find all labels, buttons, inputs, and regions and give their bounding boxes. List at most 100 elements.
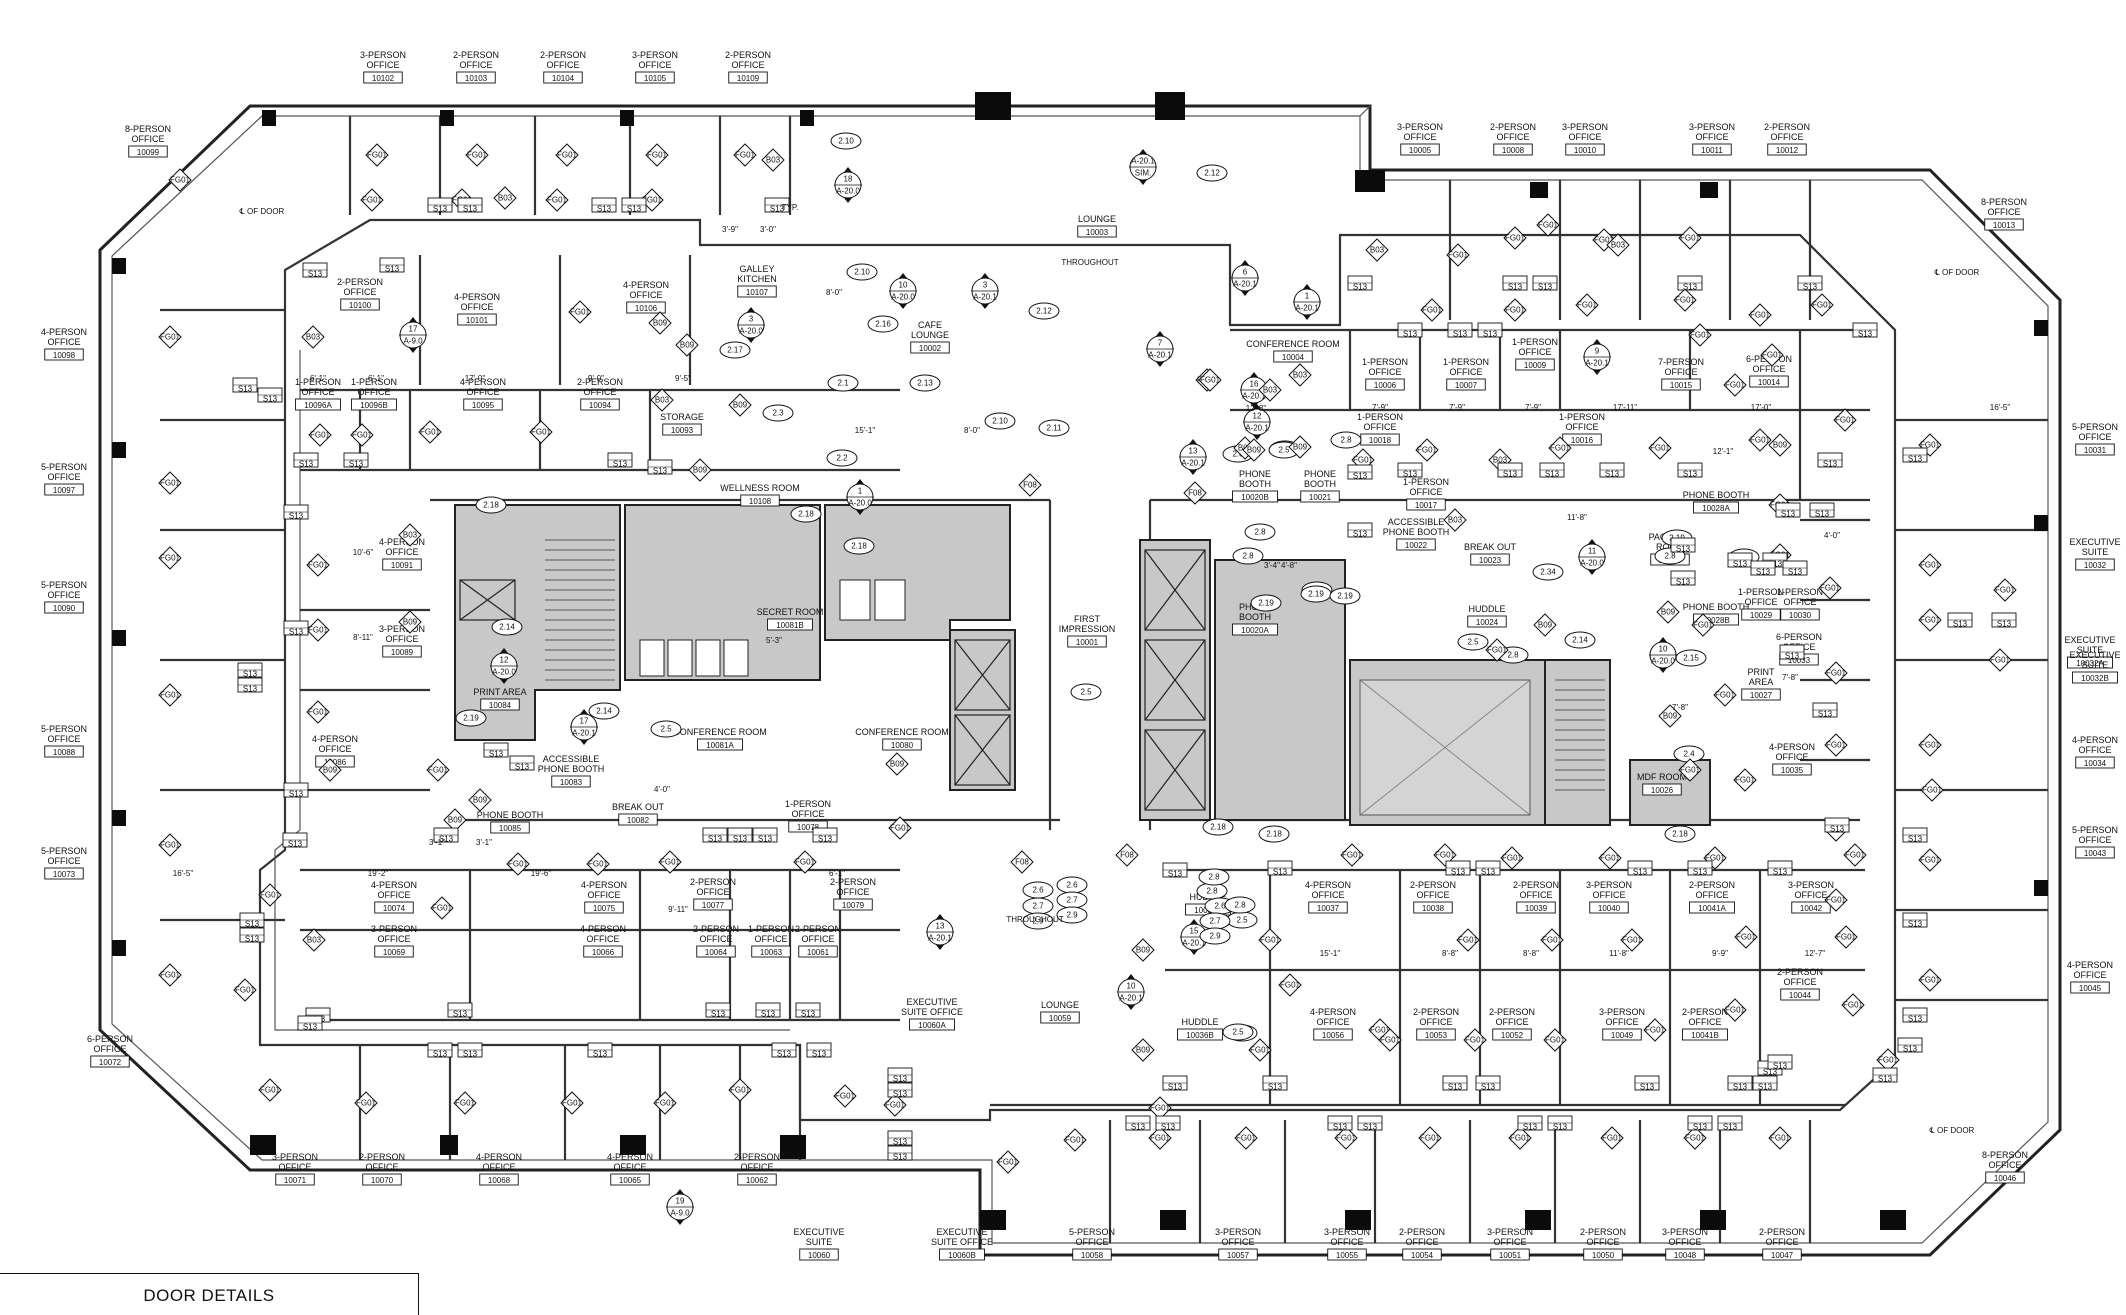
svg-text:FG01: FG01 xyxy=(1280,981,1301,990)
room-number-box xyxy=(1985,1171,2025,1184)
door-number-box: S13 xyxy=(1162,1075,1188,1092)
finish-tag-fg01: FG01 xyxy=(158,683,182,707)
svg-text:S13: S13 xyxy=(1605,470,1620,479)
finish-tag-fg01: FG01 xyxy=(158,833,182,857)
door-number-box: S13 xyxy=(1447,322,1473,339)
room-number-box xyxy=(1470,553,1510,566)
room-number: 10069 xyxy=(383,948,406,957)
finish-tag-fg01: FG01 xyxy=(1734,925,1758,949)
room-name: 3-PERSON xyxy=(1397,122,1443,132)
svg-text:FG01: FG01 xyxy=(160,971,181,980)
svg-text:2.9: 2.9 xyxy=(1209,932,1221,941)
room-name: OFFICE xyxy=(755,934,788,944)
svg-text:FG01: FG01 xyxy=(1750,311,1771,320)
svg-text:A-20.1: A-20.1 xyxy=(1585,359,1609,368)
room-name: OFFICE xyxy=(2074,970,2107,980)
dimension-label: 17'-0" xyxy=(1751,403,1772,412)
svg-text:B09: B09 xyxy=(1247,446,1262,455)
svg-text:SIM.: SIM. xyxy=(1135,169,1151,178)
dimension-label: 11'-8" xyxy=(1609,949,1629,958)
keynote-tag: 2.5 xyxy=(1070,683,1102,701)
door-number-box: S13 xyxy=(237,677,263,694)
svg-text:FG01: FG01 xyxy=(420,428,441,437)
room-number: 10083 xyxy=(560,778,583,787)
finish-tag-b09: B09 xyxy=(675,333,699,357)
finish-tag-fg01: FG01 xyxy=(640,188,664,212)
svg-text:A-20.1: A-20.1 xyxy=(973,293,997,302)
finish-tag-fg01: FG01 xyxy=(1258,928,1282,952)
svg-text:S13: S13 xyxy=(1785,652,1800,661)
room-name: LOUNGE xyxy=(1078,214,1116,224)
svg-text:2.18: 2.18 xyxy=(851,542,867,551)
room-number-box xyxy=(44,745,84,758)
door-number-box: S13 xyxy=(1357,1115,1383,1132)
door-number-box: S13 xyxy=(1442,1075,1468,1092)
room-number-box xyxy=(1583,1248,1623,1261)
svg-text:S13: S13 xyxy=(1683,470,1698,479)
finish-tag-fg01: FG01 xyxy=(506,852,530,876)
finish-tags: FG01FG01FG01FG01FG01FG01FG01FG01FG01FG01… xyxy=(158,143,2017,1174)
door-number-box: S13 xyxy=(795,1002,821,1019)
keynote-tag: 2.8 xyxy=(1232,547,1264,565)
door-number-box: S13 xyxy=(702,827,728,844)
svg-text:FG01: FG01 xyxy=(1920,441,1941,450)
svg-text:FG01: FG01 xyxy=(1236,1134,1257,1143)
room-name: 5-PERSON xyxy=(1069,1227,1115,1237)
svg-text:B09: B09 xyxy=(680,341,695,350)
keynote-tag: 2.13 xyxy=(909,374,941,392)
room-number: 10089 xyxy=(391,648,414,657)
room-name: OFFICE xyxy=(302,387,335,397)
room-name: OFFICE xyxy=(1417,890,1450,900)
svg-text:S13: S13 xyxy=(893,1075,908,1084)
room-name: EXECUTIVE xyxy=(936,1227,987,1237)
svg-text:B03: B03 xyxy=(766,156,781,165)
door-number-box: S13 xyxy=(1717,1115,1743,1132)
finish-tag-fg01: FG01 xyxy=(1334,1126,1358,1150)
door-number-box: S13 xyxy=(887,1130,913,1147)
room-number-box xyxy=(1689,901,1735,914)
annotations: THROUGHOUT THROUGHOUT ℄ OF DOOR ℄ OF DOO… xyxy=(240,203,1980,1135)
room-number: 10039 xyxy=(1525,904,1548,913)
room-name: 1-PERSON xyxy=(1512,337,1558,347)
dimension-label: 5'-3" xyxy=(766,636,782,645)
finish-tag-fg01: FG01 xyxy=(1748,303,1772,327)
room-number-box xyxy=(1780,988,1820,1001)
room-name: OFFICE xyxy=(1494,1237,1527,1247)
svg-text:FG01: FG01 xyxy=(367,151,388,160)
svg-text:S13: S13 xyxy=(593,1050,608,1059)
room-name: 5-PERSON xyxy=(41,724,87,734)
svg-text:A-20.1: A-20.1 xyxy=(1245,424,1269,433)
throughout-label: THROUGHOUT xyxy=(1006,915,1063,924)
svg-text:2.18: 2.18 xyxy=(1672,830,1688,839)
finish-tag-b03: B03 xyxy=(1365,238,1389,262)
svg-text:S13: S13 xyxy=(893,1138,908,1147)
room-name: OFFICE xyxy=(1795,890,1828,900)
room-number: 10031 xyxy=(2084,446,2107,455)
dimension-label: 4'-8" xyxy=(1281,561,1297,570)
room-name: 3-PERSON xyxy=(379,624,425,634)
svg-text:S13: S13 xyxy=(1481,1083,1496,1092)
finish-tag-fg01: FG01 xyxy=(1678,758,1702,782)
room-name: 4-PERSON xyxy=(371,880,417,890)
svg-text:FG01: FG01 xyxy=(1465,1036,1486,1045)
door-number-box: S13 xyxy=(607,452,633,469)
svg-text:S13: S13 xyxy=(1481,868,1496,877)
dimension-label: 7'-9" xyxy=(1372,403,1388,412)
svg-text:S13: S13 xyxy=(1733,560,1748,569)
room-name: OFFICE xyxy=(588,890,621,900)
finish-tag-fg01: FG01 xyxy=(1818,576,1842,600)
room-number: 10041A xyxy=(1698,904,1726,913)
finish-tag-fg01: FG01 xyxy=(1148,1126,1172,1150)
room-number: 10109 xyxy=(737,74,760,83)
svg-text:S13: S13 xyxy=(1503,470,1518,479)
svg-text:S13: S13 xyxy=(453,1010,468,1019)
